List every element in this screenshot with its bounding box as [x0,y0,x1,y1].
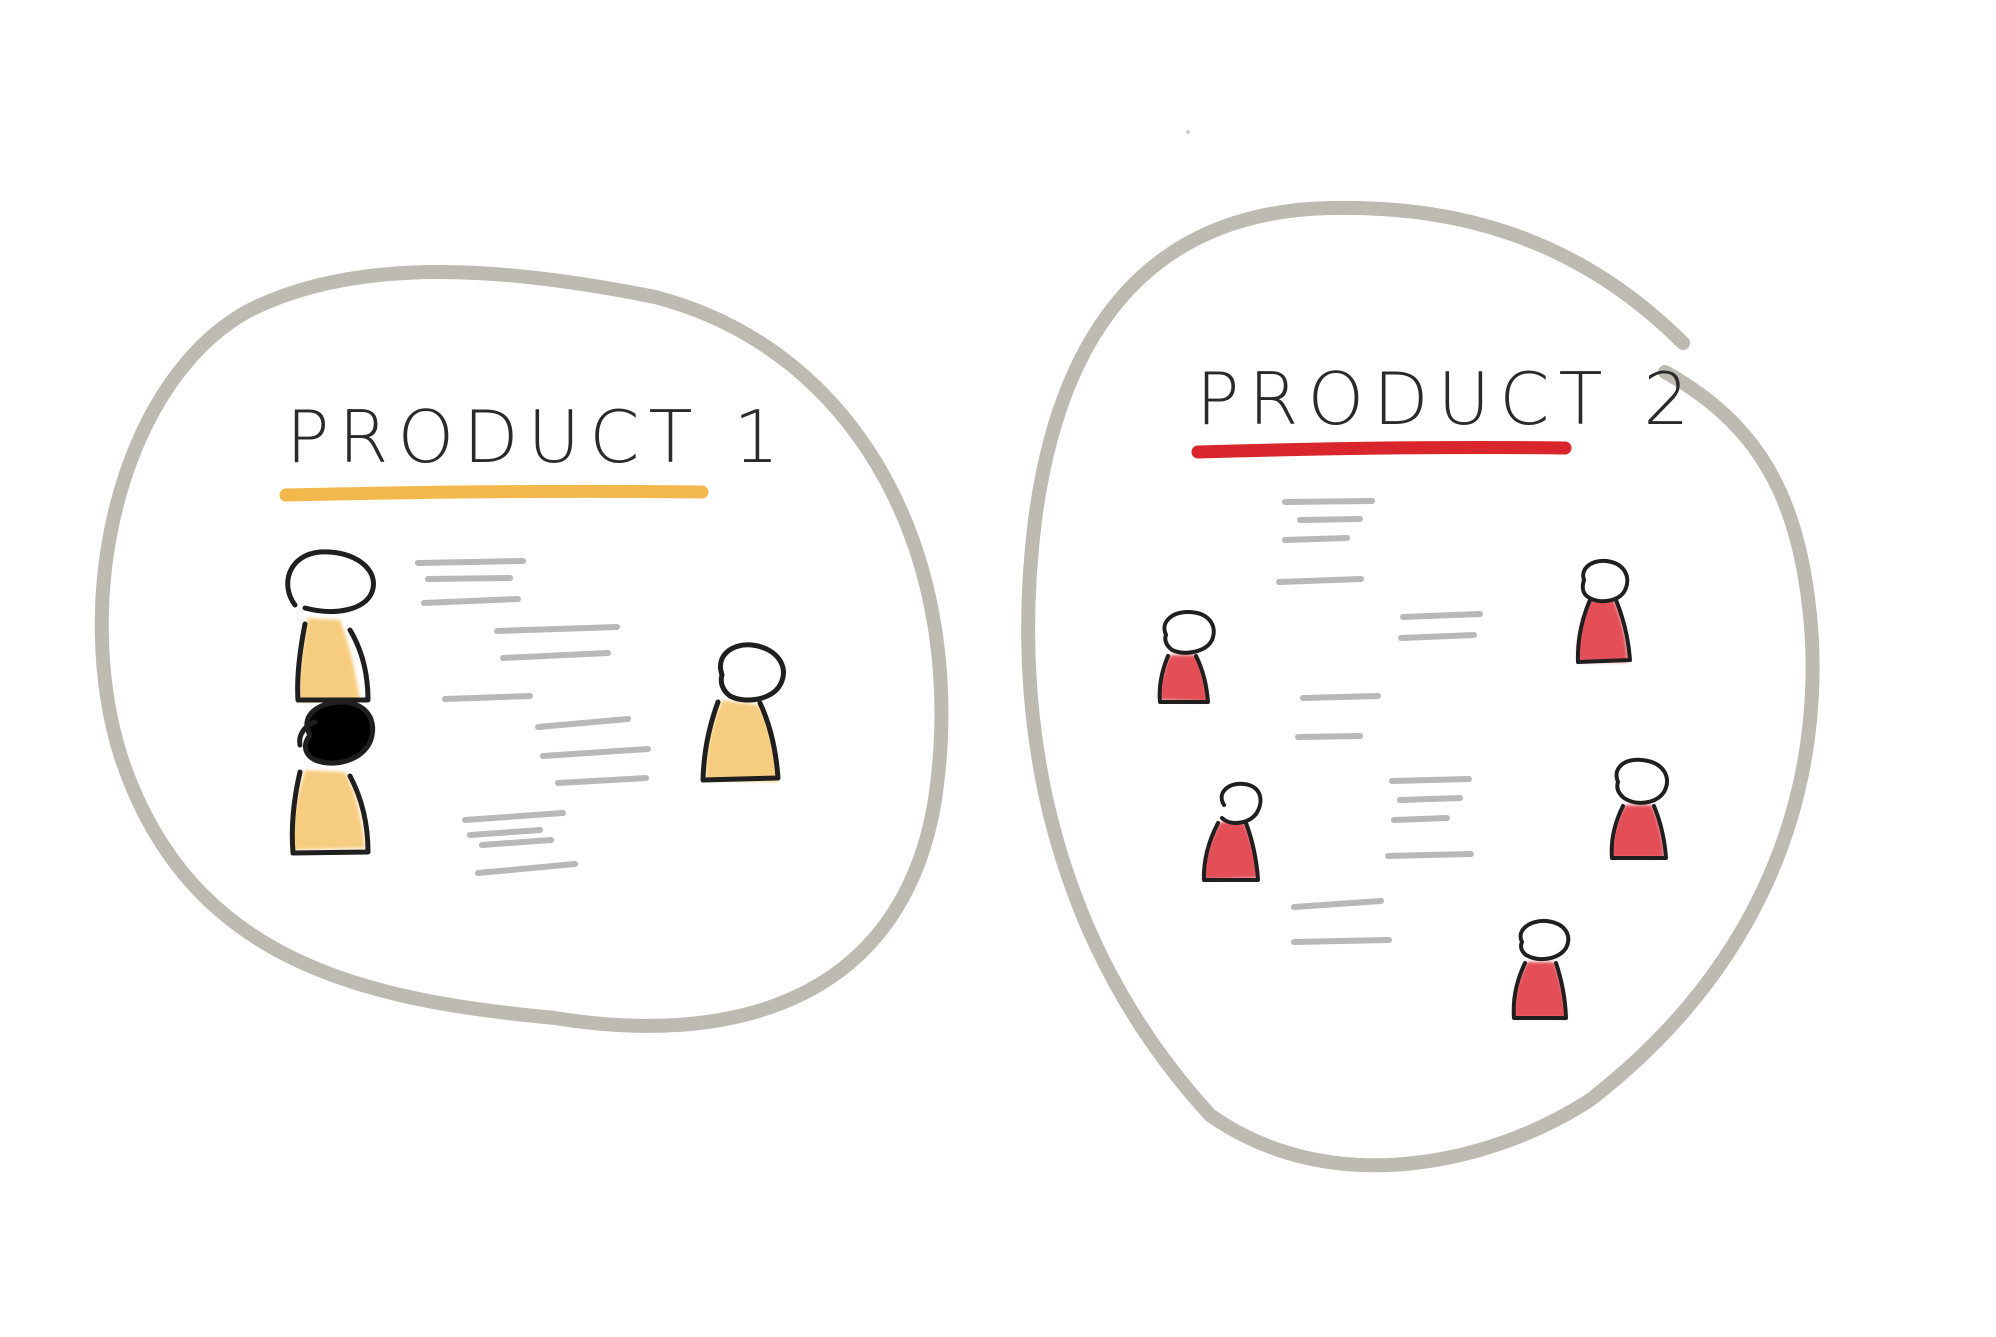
product-2-circle-icon [1021,200,1820,1173]
text-line [1385,851,1474,859]
product-1-text-lines [415,558,651,876]
person-icon [1575,558,1632,664]
text-line [500,650,611,661]
person-icon [1511,918,1571,1020]
text-line [1297,516,1363,523]
text-line [442,693,533,702]
text-line [1397,795,1463,803]
text-line [467,827,543,838]
text-line [535,716,631,730]
product-1-group: PRODUCT 1 [94,265,949,1033]
person-icon [1609,757,1670,860]
text-line [462,810,566,823]
text-line [1391,815,1450,823]
product-1-title: PRODUCT 1 [286,395,788,479]
person-icon [289,699,376,856]
product-1-title-underline [279,484,709,502]
product-2-title-underline [1191,441,1572,459]
product-1-people [285,549,786,856]
text-line [1398,632,1477,641]
text-line [479,837,554,848]
text-line [1282,535,1350,543]
product-1-circle-icon [94,265,949,1033]
product-2-title: PRODUCT 2 [1196,357,1698,441]
text-line [1300,693,1381,701]
product-2-people [1157,558,1670,1020]
text-line [540,746,651,759]
text-line [415,558,526,566]
text-line [475,861,578,876]
text-line [1295,733,1363,740]
text-line [1276,576,1364,585]
text-line [494,624,620,634]
product-2-text-lines [1276,498,1483,945]
text-line [1389,776,1472,784]
person-icon [1201,781,1263,882]
person-icon [1157,610,1216,704]
person-icon [285,549,376,703]
text-line [555,775,649,786]
person-icon [700,642,786,783]
text-line [1282,498,1375,505]
product-2-group: PRODUCT 2 [1021,200,1820,1173]
text-line [1400,611,1483,620]
text-line [421,596,521,606]
text-line [1291,937,1392,945]
text-line [1291,898,1384,910]
stray-mark [1186,130,1190,134]
text-line [425,575,513,582]
